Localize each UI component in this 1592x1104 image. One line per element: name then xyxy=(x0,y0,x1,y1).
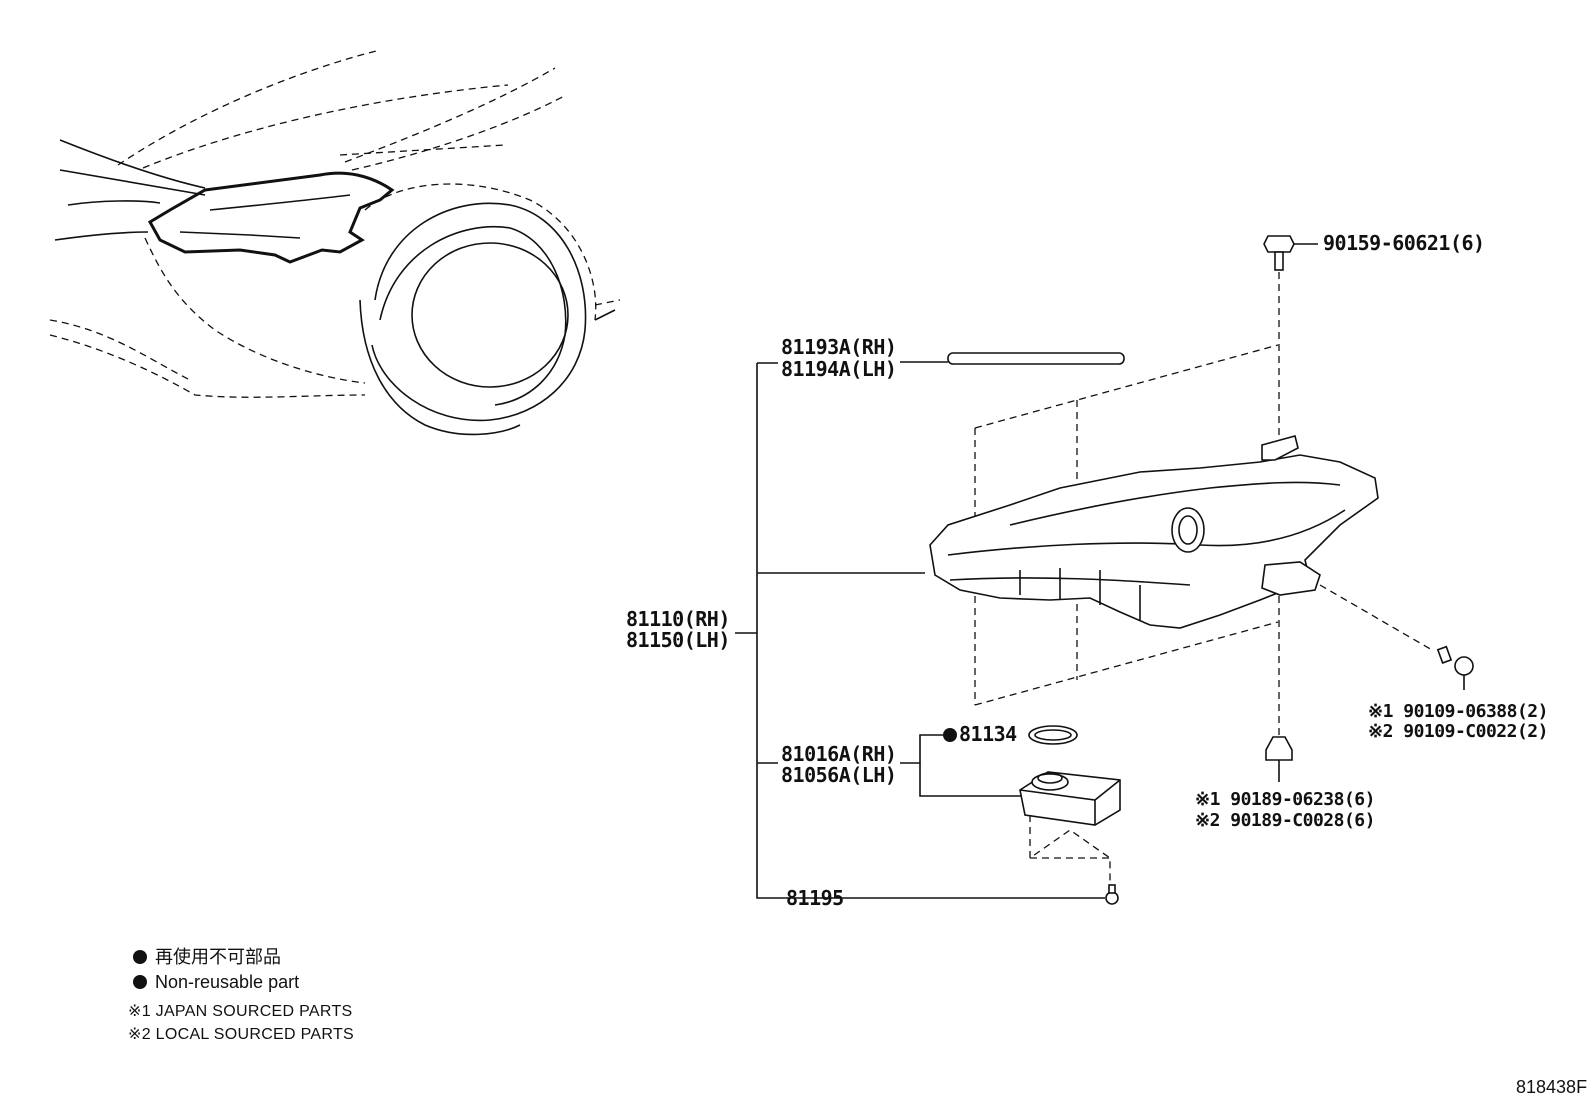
label-gasket: 81134 xyxy=(959,722,1017,746)
headlamp-seal-strip xyxy=(900,352,1125,365)
non-reusable-dot-icon xyxy=(133,975,147,989)
screw-icon xyxy=(846,884,1119,905)
part-labels: 90159-60621(6) 81193A(RH) 81194A(LH) 811… xyxy=(626,231,1548,910)
figure-id: 818438F xyxy=(1516,1077,1587,1097)
label-computer-lh: 81056A(LH) xyxy=(781,763,896,787)
label-seal-rh: 81193A(RH) xyxy=(781,335,896,359)
label-computer-rh: 81016A(RH) xyxy=(781,742,896,766)
label-headlamp-lh: 81150(LH) xyxy=(626,628,730,652)
nut-icon xyxy=(1265,736,1293,782)
legend-local-sourced: ※2 LOCAL SOURCED PARTS xyxy=(128,1026,354,1043)
label-bolt-right-local: ※2 90109-C0022(2) xyxy=(1368,721,1548,742)
non-reusable-dot-icon xyxy=(133,950,147,964)
legend: 再使用不可部品 Non-reusable part ※1 JAPAN SOURC… xyxy=(128,947,354,1043)
headlamp-assembly-illustration xyxy=(929,344,1433,706)
label-nut-local: ※2 90189-C0028(6) xyxy=(1195,810,1375,831)
bolt-right-icon xyxy=(1436,645,1474,690)
label-nut-japan: ※1 90189-06238(6) xyxy=(1195,789,1375,810)
legend-japan-sourced: ※1 JAPAN SOURCED PARTS xyxy=(128,1003,353,1020)
legend-non-reusable-en: Non-reusable part xyxy=(155,972,299,992)
label-seal-lh: 81194A(LH) xyxy=(781,357,896,381)
label-headlamp-rh: 81110(RH) xyxy=(626,607,730,631)
callout-trunk xyxy=(735,362,925,899)
label-bolt-top: 90159-60621(6) xyxy=(1323,231,1485,255)
non-reusable-dot-icon xyxy=(943,728,957,742)
ballast-computer-illustration xyxy=(900,734,1121,885)
label-screw: 81195 xyxy=(786,886,844,910)
legend-non-reusable-jp: 再使用不可部品 xyxy=(155,947,281,967)
vehicle-front-illustration xyxy=(49,49,621,436)
gasket-ring-icon xyxy=(943,725,1078,745)
label-bolt-right-japan: ※1 90109-06388(2) xyxy=(1368,701,1548,722)
